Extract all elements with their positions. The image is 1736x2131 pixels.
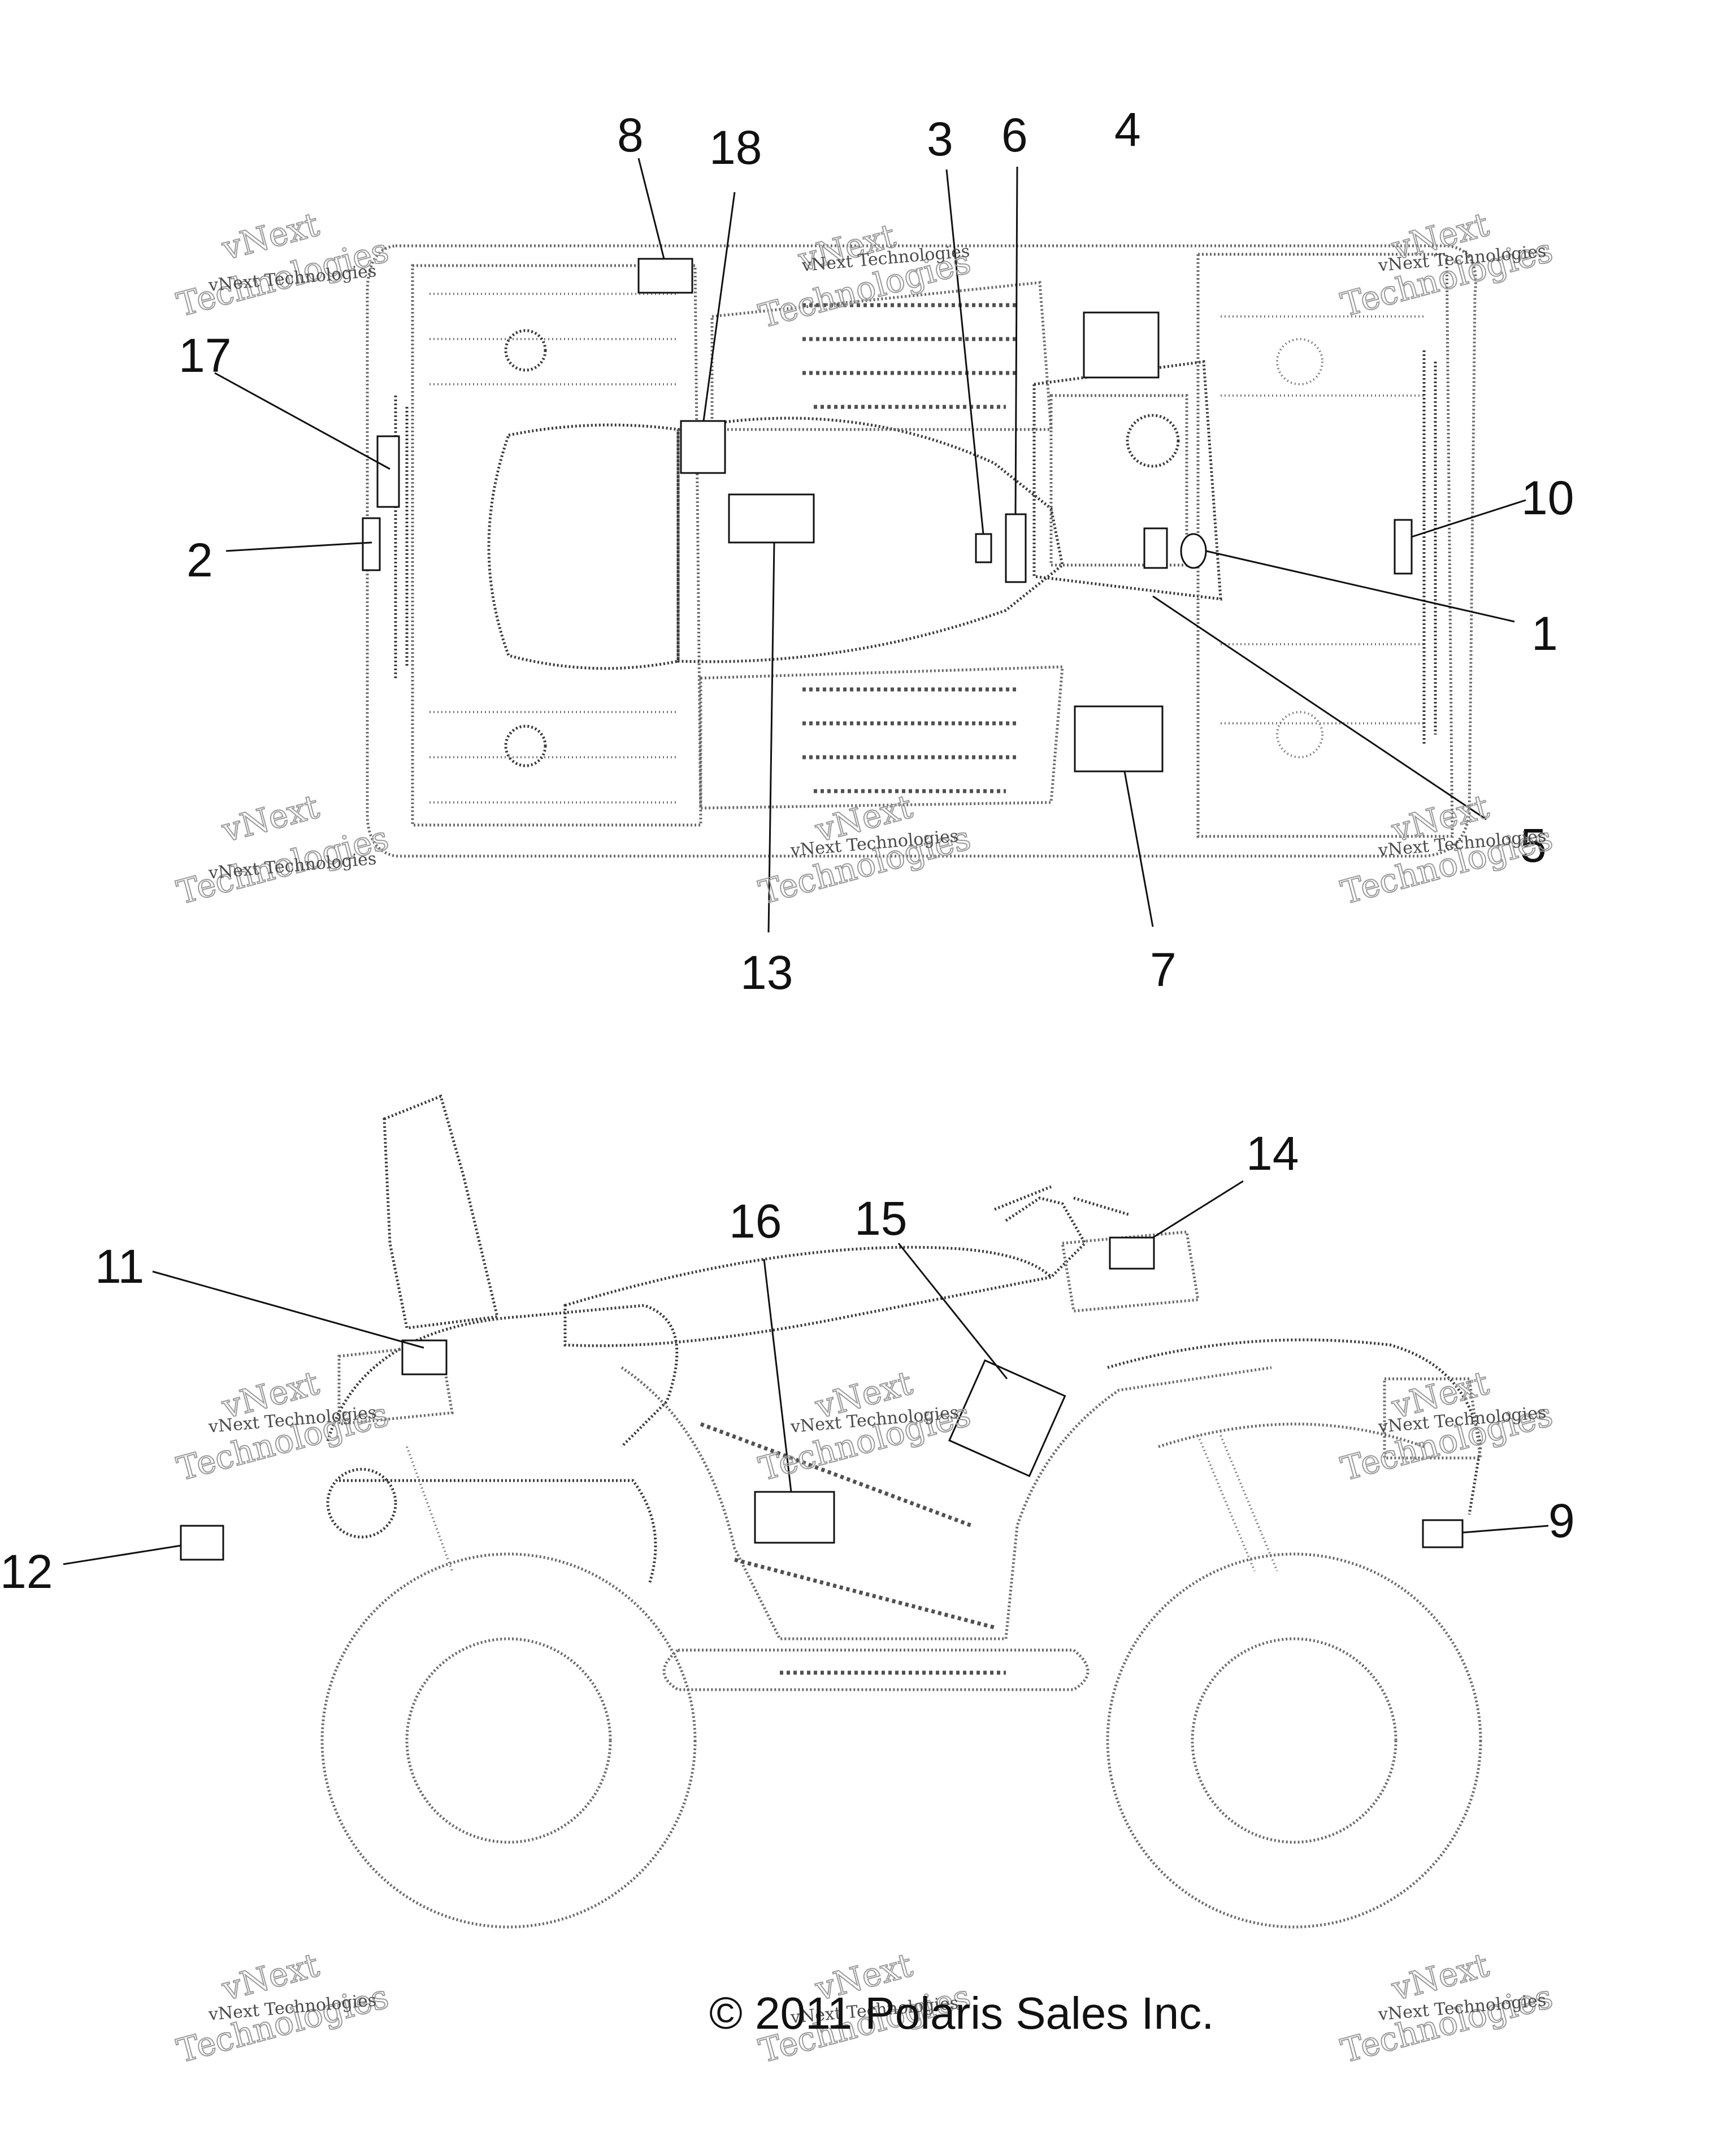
- side-view-callouts: 11 12 16 15 14 9: [0, 1127, 1575, 1598]
- callout-15: 15: [854, 1192, 907, 1245]
- decal-10-box: [1394, 519, 1413, 575]
- watermark-1: vNext Technologies vNext Technologies: [172, 205, 393, 325]
- decal-17-box: [376, 435, 400, 508]
- decal-7-box: [1074, 705, 1164, 772]
- atv-side-view: [320, 1094, 1482, 1929]
- callout-5: 5: [1520, 819, 1547, 872]
- callout-7: 7: [1150, 943, 1177, 996]
- callout-8: 8: [617, 108, 644, 162]
- callout-11: 11: [95, 1240, 144, 1293]
- watermark-10: vNext Technologies vNext Technologies: [172, 1945, 393, 2071]
- callout-4: 4: [1114, 103, 1141, 156]
- watermark-12: vNext Technologies vNext Technologies: [1336, 1945, 1557, 2071]
- watermark-9: vNext Technologies vNext Technologies: [1336, 1363, 1557, 1489]
- decal-6-box: [1005, 513, 1027, 583]
- callout-12: 12: [0, 1545, 53, 1598]
- top-view-leaders: [214, 158, 1526, 933]
- top-view-callouts: 8 18 3 6 4 17 2 10 1 5 13 7: [179, 103, 1574, 999]
- decal-3-box: [975, 533, 992, 563]
- watermark-8: vNext Technologies vNext Technologies: [754, 1363, 975, 1489]
- callout-2: 2: [186, 533, 213, 587]
- decal-12-box: [180, 1525, 224, 1561]
- decal-2-box: [362, 517, 381, 571]
- watermark-4: vNext Technologies vNext Technologies: [172, 787, 393, 913]
- decal-13-box: [728, 493, 815, 544]
- watermark-7: vNext Technologies vNext Technologies: [172, 1363, 393, 1489]
- callout-13: 13: [740, 946, 793, 999]
- copyright-text: © 2011 Polaris Sales Inc.: [709, 1988, 1214, 2038]
- side-view-leaders: [63, 1180, 1549, 1565]
- atv-top-view: [366, 244, 1477, 858]
- decal-4-box: [1083, 311, 1160, 379]
- watermark-2: vNext Technologies vNext Technologies: [754, 216, 975, 336]
- top-view-decals: [362, 258, 1413, 772]
- decal-16-box: [754, 1491, 835, 1544]
- decal-14-box: [1109, 1236, 1155, 1270]
- watermark-3: vNext Technologies vNext Technologies: [1336, 205, 1557, 325]
- decal-8-box: [637, 258, 693, 294]
- decal-15-box: [948, 1359, 1066, 1477]
- callout-10: 10: [1521, 471, 1574, 524]
- decal-11-box: [401, 1339, 448, 1375]
- callout-16: 16: [729, 1195, 782, 1248]
- decal-18-box: [680, 420, 726, 474]
- decal-1-oval: [1180, 533, 1207, 569]
- callout-14: 14: [1246, 1127, 1299, 1180]
- callout-1: 1: [1531, 607, 1558, 660]
- watermark-6: vNext Technologies vNext Technologies: [1336, 787, 1557, 913]
- decal-5-box: [1143, 527, 1168, 569]
- side-view-decals: [180, 1236, 1464, 1561]
- decal-9-box: [1422, 1519, 1464, 1548]
- callout-6: 6: [1001, 108, 1028, 162]
- callout-3: 3: [927, 112, 953, 166]
- callout-18: 18: [709, 121, 762, 174]
- callout-17: 17: [179, 329, 231, 382]
- callout-9: 9: [1548, 1494, 1575, 1547]
